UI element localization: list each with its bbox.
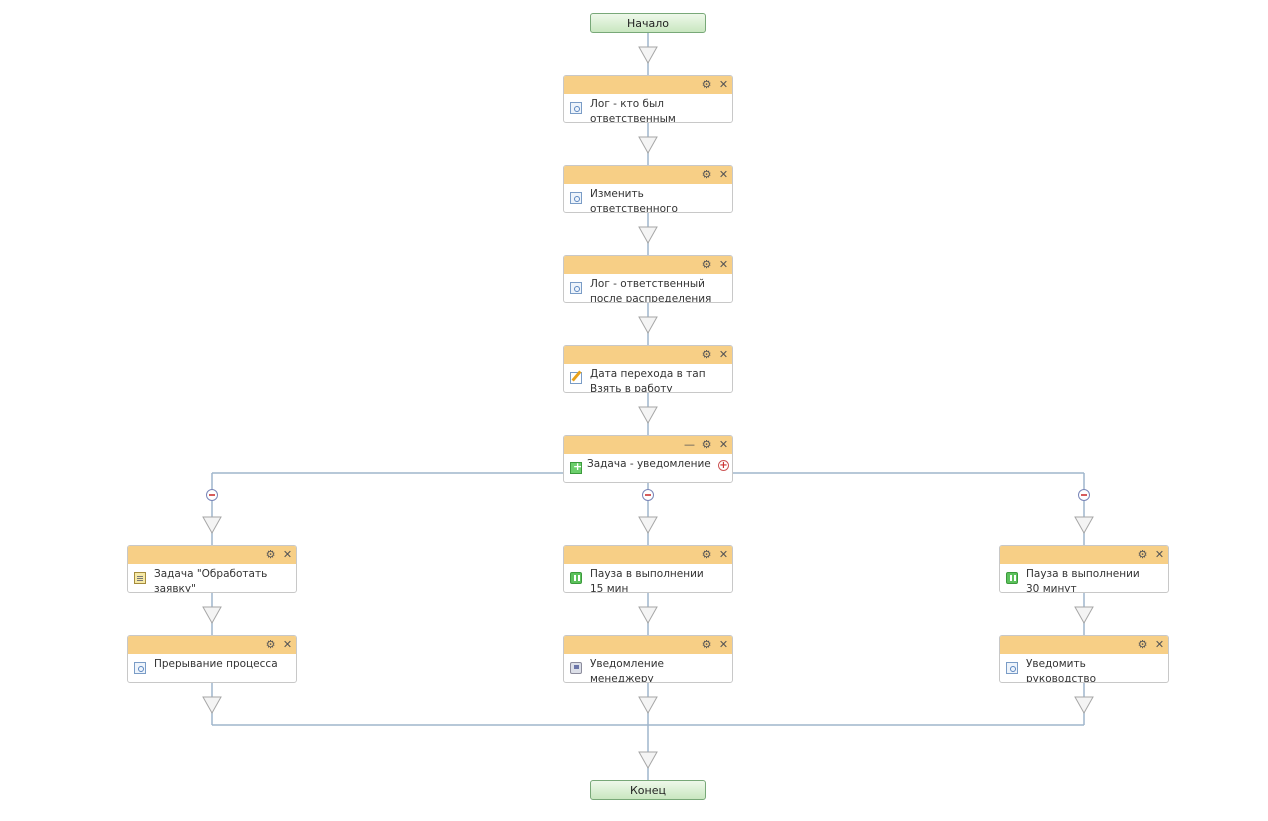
close-icon[interactable]: ✕ xyxy=(718,258,729,271)
close-icon[interactable]: ✕ xyxy=(718,638,729,651)
step-log-after-distribution[interactable]: ⚙✕ Лог - ответственный после распределен… xyxy=(563,255,733,303)
flow-arrow-icon[interactable] xyxy=(638,696,658,715)
step-pause-15-min[interactable]: ⚙✕ Пауза в выполнении 15 мин xyxy=(563,545,733,593)
flow-arrow-icon[interactable] xyxy=(638,516,658,535)
gear-icon[interactable]: ⚙ xyxy=(701,548,712,561)
block-label: Прерывание процесса xyxy=(154,658,278,670)
script-icon xyxy=(570,192,582,204)
close-icon[interactable]: ✕ xyxy=(718,548,729,561)
block-header: ⚙✕ xyxy=(564,346,732,364)
block-label: Пауза в выполнении 30 минут xyxy=(1026,568,1140,593)
block-label: Задача - уведомление xyxy=(587,458,711,470)
flow-arrow-icon[interactable] xyxy=(202,516,222,535)
start-label: Начало xyxy=(626,16,669,30)
block-header: ⚙✕ xyxy=(1000,636,1168,654)
edit-icon xyxy=(570,372,582,384)
gear-icon[interactable]: ⚙ xyxy=(701,258,712,271)
add-branch-icon[interactable]: + xyxy=(718,460,729,471)
close-icon[interactable]: ✕ xyxy=(718,348,729,361)
notify-icon xyxy=(570,662,582,674)
end-label: Конец xyxy=(630,783,666,797)
block-label: Уведомить руководство xyxy=(1026,658,1097,683)
block-header: — ⚙ ✕ xyxy=(564,436,732,454)
start-node[interactable]: Начало xyxy=(590,13,706,33)
flow-arrow-icon[interactable] xyxy=(202,696,222,715)
block-header: ⚙✕ xyxy=(128,546,296,564)
gear-icon[interactable]: ⚙ xyxy=(1137,638,1148,651)
collapse-icon[interactable]: — xyxy=(684,438,695,451)
close-icon[interactable]: ✕ xyxy=(282,638,293,651)
remove-branch-icon[interactable] xyxy=(206,489,218,501)
gear-icon[interactable]: ⚙ xyxy=(265,548,276,561)
pause-icon xyxy=(570,572,582,584)
flow-arrow-icon[interactable] xyxy=(202,606,222,625)
flow-arrow-icon[interactable] xyxy=(638,406,658,425)
script-icon xyxy=(570,102,582,114)
gear-icon[interactable]: ⚙ xyxy=(701,438,712,451)
parallel-icon xyxy=(570,460,582,474)
script-icon xyxy=(570,282,582,294)
flow-arrow-icon[interactable] xyxy=(638,46,658,65)
block-header: ⚙✕ xyxy=(564,166,732,184)
gear-icon[interactable]: ⚙ xyxy=(701,348,712,361)
gear-icon[interactable]: ⚙ xyxy=(701,168,712,181)
flow-arrow-icon[interactable] xyxy=(638,606,658,625)
gear-icon[interactable]: ⚙ xyxy=(265,638,276,651)
block-header: ⚙✕ xyxy=(1000,546,1168,564)
gear-icon[interactable]: ⚙ xyxy=(701,638,712,651)
close-icon[interactable]: ✕ xyxy=(718,168,729,181)
block-label: Задача "Обработать заявку" xyxy=(154,568,268,593)
block-label: Пауза в выполнении 15 мин xyxy=(590,568,704,593)
step-transition-date[interactable]: ⚙✕ Дата перехода в тап Взять в работу xyxy=(563,345,733,393)
flow-arrow-icon[interactable] xyxy=(1074,606,1094,625)
task-icon xyxy=(134,572,146,584)
step-change-responsible[interactable]: ⚙✕ Изменить ответственного xyxy=(563,165,733,213)
block-label: Изменить ответственного xyxy=(590,188,678,213)
close-icon[interactable]: ✕ xyxy=(1154,638,1165,651)
close-icon[interactable]: ✕ xyxy=(1154,548,1165,561)
block-label: Лог - кто был ответственным xyxy=(590,98,676,123)
close-icon[interactable]: ✕ xyxy=(282,548,293,561)
flow-arrow-icon[interactable] xyxy=(1074,696,1094,715)
remove-branch-icon[interactable] xyxy=(1078,489,1090,501)
step-notify-manager[interactable]: ⚙✕ Уведомление менеджеру xyxy=(563,635,733,683)
gear-icon[interactable]: ⚙ xyxy=(1137,548,1148,561)
remove-branch-icon[interactable] xyxy=(642,489,654,501)
end-node[interactable]: Конец xyxy=(590,780,706,800)
block-label: Лог - ответственный после распределения xyxy=(590,278,712,303)
script-icon xyxy=(1006,662,1018,674)
flow-arrow-icon[interactable] xyxy=(638,136,658,155)
step-log-who-responsible[interactable]: ⚙✕ Лог - кто был ответственным xyxy=(563,75,733,123)
block-header: ⚙✕ xyxy=(564,636,732,654)
block-header: ⚙✕ xyxy=(564,546,732,564)
flow-arrow-icon[interactable] xyxy=(638,226,658,245)
script-icon xyxy=(134,662,146,674)
flow-arrow-icon[interactable] xyxy=(638,316,658,335)
pause-icon xyxy=(1006,572,1018,584)
block-label: Дата перехода в тап Взять в работу xyxy=(590,368,706,393)
gear-icon[interactable]: ⚙ xyxy=(701,78,712,91)
block-label: Уведомление менеджеру xyxy=(590,658,664,683)
step-parallel-notification[interactable]: — ⚙ ✕ Задача - уведомление + xyxy=(563,435,733,483)
block-header: ⚙✕ xyxy=(564,76,732,94)
step-notify-management[interactable]: ⚙✕ Уведомить руководство xyxy=(999,635,1169,683)
close-icon[interactable]: ✕ xyxy=(718,438,729,451)
close-icon[interactable]: ✕ xyxy=(718,78,729,91)
block-header: ⚙✕ xyxy=(564,256,732,274)
flow-arrow-icon[interactable] xyxy=(638,751,658,770)
step-process-interrupt[interactable]: ⚙✕ Прерывание процесса xyxy=(127,635,297,683)
block-header: ⚙✕ xyxy=(128,636,296,654)
flow-arrow-icon[interactable] xyxy=(1074,516,1094,535)
step-task-process-request[interactable]: ⚙✕ Задача "Обработать заявку" xyxy=(127,545,297,593)
step-pause-30-min[interactable]: ⚙✕ Пауза в выполнении 30 минут xyxy=(999,545,1169,593)
